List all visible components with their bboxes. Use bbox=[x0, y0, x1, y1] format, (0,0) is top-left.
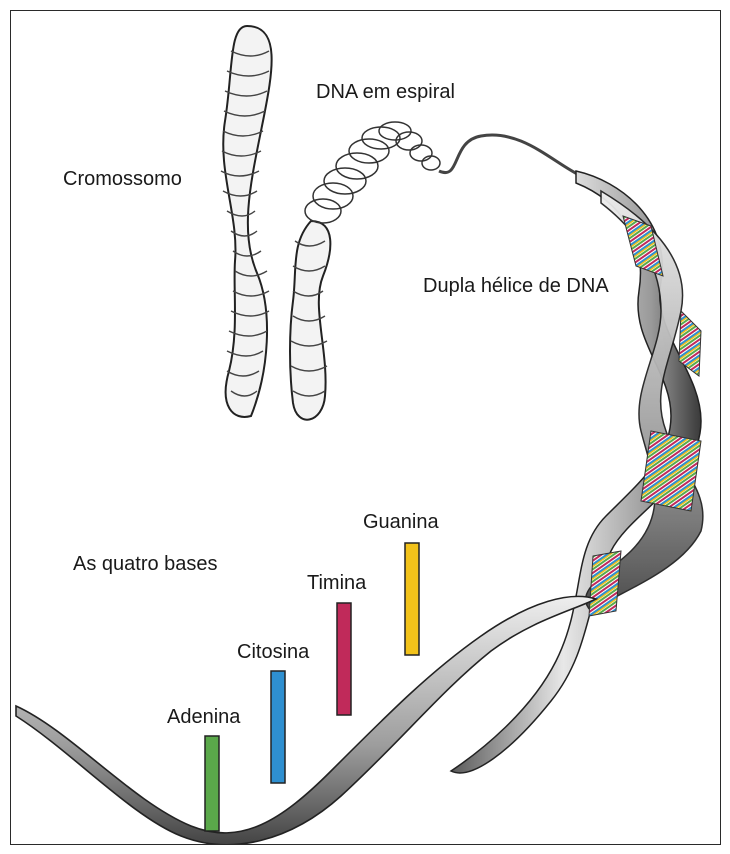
timina-base bbox=[337, 603, 351, 715]
label-quatro-bases: As quatro bases bbox=[73, 553, 218, 576]
label-dna-em-espiral: DNA em espiral bbox=[316, 81, 455, 104]
citosina-base bbox=[271, 671, 285, 783]
adenina-base bbox=[205, 736, 219, 831]
label-cromossomo: Cromossomo bbox=[63, 168, 182, 191]
diagram-frame: Cromossomo DNA em espiral Dupla hélice d… bbox=[10, 10, 721, 845]
chromosome bbox=[221, 26, 330, 420]
base-pairs-bottom bbox=[589, 551, 621, 616]
label-dupla-helice: Dupla hélice de DNA bbox=[423, 275, 609, 298]
backbone-ribbon bbox=[16, 596, 596, 844]
label-timina: Timina bbox=[307, 572, 366, 595]
dna-coil bbox=[305, 122, 581, 223]
chromosome-left-arm bbox=[223, 26, 271, 417]
label-citosina: Citosina bbox=[237, 641, 309, 664]
dna-illustration bbox=[11, 11, 720, 844]
label-adenina: Adenina bbox=[167, 706, 240, 729]
guanina-base bbox=[405, 543, 419, 655]
label-guanina: Guanina bbox=[363, 511, 439, 534]
base-pairs-middle-2 bbox=[641, 431, 701, 511]
double-helix bbox=[451, 171, 703, 773]
